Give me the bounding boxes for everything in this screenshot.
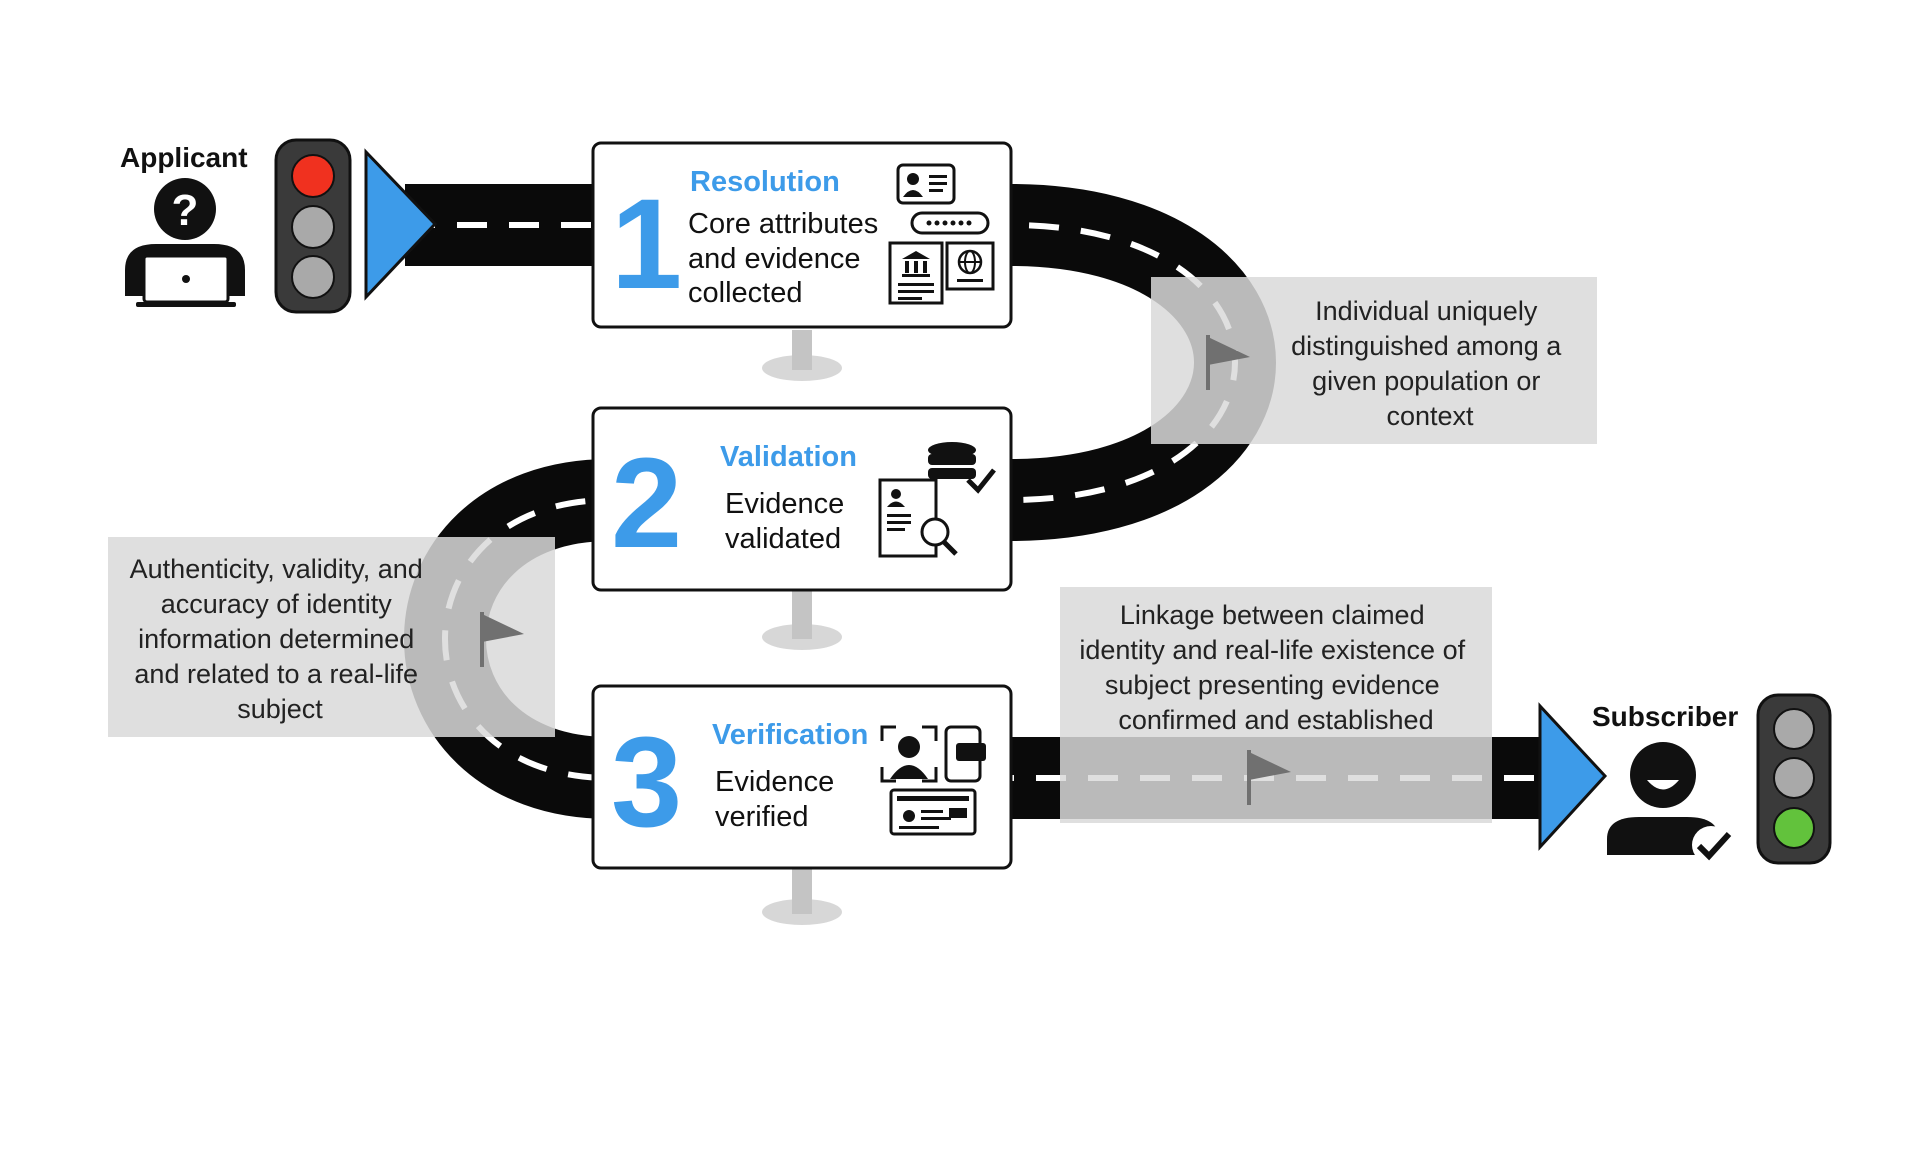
- subscriber-check-icon: [1607, 742, 1732, 864]
- traffic-light-red-on: [291, 154, 335, 198]
- note-validation-line-3: information determined: [138, 624, 414, 654]
- note-resolution-line-4: context: [1386, 401, 1474, 431]
- flag-icon: [1206, 335, 1250, 390]
- start-arrow-icon: [364, 148, 438, 301]
- svg-text:?: ?: [172, 186, 199, 235]
- step-card-validation: 2 Validation Evidence validated: [591, 406, 1013, 592]
- step-title: Validation: [720, 441, 857, 473]
- note-verification: Linkage between claimed identity and rea…: [1060, 587, 1492, 823]
- svg-text:Individual uniquely dist: Individual uniquely distinguished among …: [1291, 296, 1569, 431]
- end-arrow-icon: [1538, 702, 1608, 851]
- traffic-light-off: [291, 255, 335, 299]
- sign-posts: [762, 330, 842, 925]
- subscriber-label: Subscriber: [1592, 701, 1738, 732]
- step-body-line-2: and evidence: [688, 243, 861, 275]
- note-resolution-line-1: Individual uniquely: [1315, 296, 1538, 326]
- step-number: 2: [611, 432, 682, 575]
- note-verification-line-1: Linkage between claimed: [1120, 600, 1425, 630]
- step-body-line-1: Evidence: [725, 488, 844, 520]
- phone-selfie-icon: [944, 725, 986, 783]
- step-body-line-3: collected: [688, 277, 802, 309]
- svg-text:Authenticity, validity, and: Authenticity, validity, and accuracy of …: [130, 554, 431, 724]
- note-verification-box: [1060, 587, 1492, 823]
- flag-icon: [1247, 750, 1291, 805]
- step-card-verification: 3 Verification Evidence verified: [591, 684, 1013, 870]
- traffic-light-off: [1773, 708, 1815, 750]
- note-resolution: Individual uniquely distinguished among …: [1151, 277, 1597, 444]
- note-verification-line-2: identity and real-life existence of: [1079, 635, 1465, 665]
- note-validation-line-4: and related to a real-life: [134, 659, 418, 689]
- svg-text:Linkage between claimed: Linkage between claimed identity and rea…: [1079, 600, 1472, 735]
- note-resolution-line-2: distinguished among a: [1291, 331, 1562, 361]
- applicant-question-laptop-icon: ?: [125, 178, 245, 307]
- traffic-light-end: [1756, 693, 1832, 865]
- step-card-resolution: 1 Resolution Core attributes and evidenc…: [591, 141, 1013, 329]
- password-field-icon: [910, 211, 990, 235]
- passport-icon: [945, 241, 995, 291]
- note-validation: Authenticity, validity, and accuracy of …: [108, 537, 555, 737]
- bank-document-icon: [888, 241, 944, 305]
- step-title: Verification: [712, 719, 868, 751]
- database-check-icon: [928, 442, 996, 494]
- note-resolution-line-3: given population or: [1312, 366, 1540, 396]
- step-body-line-1: Evidence: [715, 766, 834, 798]
- face-scan-icon: [880, 725, 938, 783]
- svg-text:Evidence validated: Evidence validated: [725, 488, 852, 555]
- svg-text:Core attributes and evid: Core attributes and evidence collected: [688, 208, 886, 309]
- flag-icon: [480, 612, 524, 667]
- traffic-light-off: [1773, 757, 1815, 799]
- svg-text:Evidence verified: Evidence verified: [715, 766, 842, 833]
- note-validation-line-2: accuracy of identity: [161, 589, 393, 619]
- step-number: 1: [611, 173, 682, 316]
- step-body-line-1: Core attributes: [688, 208, 878, 240]
- note-verification-line-4: confirmed and established: [1118, 705, 1433, 735]
- traffic-light-off: [291, 205, 335, 249]
- traffic-light-start: [274, 138, 352, 314]
- id-card-icon: [896, 163, 956, 205]
- step-body-line-2: verified: [715, 801, 809, 833]
- step-body-line-2: validated: [725, 523, 841, 555]
- note-validation-line-5: subject: [237, 694, 323, 724]
- note-validation-line-1: Authenticity, validity, and: [130, 554, 423, 584]
- traffic-light-green-on: [1773, 807, 1815, 849]
- step-number: 3: [611, 711, 682, 854]
- applicant-label: Applicant: [120, 142, 248, 173]
- note-verification-line-3: subject presenting evidence: [1105, 670, 1440, 700]
- step-title: Resolution: [690, 166, 840, 198]
- license-card-icon: [889, 788, 977, 836]
- document-search-icon: [878, 478, 958, 558]
